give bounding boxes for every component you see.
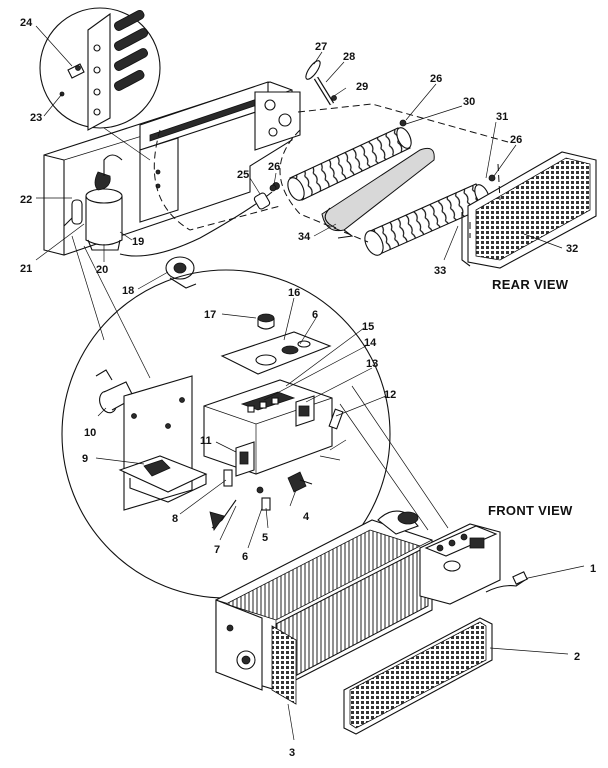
blower-scroll (321, 147, 435, 239)
control-top-plate (220, 331, 332, 375)
washer-26-b (269, 184, 277, 192)
callout-18: 18 (122, 285, 134, 297)
relay (118, 455, 208, 503)
front-view-assembly (215, 385, 585, 741)
callout-5: 5 (262, 532, 268, 544)
callout-31: 31 (496, 111, 508, 123)
callout-16: 16 (288, 287, 300, 299)
blower-motor (165, 256, 197, 289)
callout-13: 13 (366, 358, 378, 370)
callout-14: 14 (364, 337, 377, 349)
callout-32: 32 (566, 243, 578, 255)
callout-22: 22 (20, 194, 32, 206)
callout-2: 2 (574, 651, 580, 663)
chassis-pan (43, 81, 301, 256)
upper-blower-wheel (287, 127, 412, 201)
callout-12: 12 (384, 389, 396, 401)
rear-view-assembly (35, 7, 597, 290)
callout-25: 25 (237, 169, 249, 181)
front-view-label: FRONT VIEW (488, 503, 573, 518)
condenser-coil (461, 151, 597, 269)
callout-8: 8 (172, 513, 178, 525)
washer-26-a (399, 119, 407, 127)
washer-26-c (488, 174, 496, 182)
callout-33: 33 (434, 265, 446, 277)
control-detail-assembly (61, 235, 391, 599)
shaft-bearing-parts (305, 60, 337, 106)
small-control-parts (209, 469, 313, 531)
callout-11: 11 (200, 435, 212, 447)
callout-15: 15 (362, 321, 374, 333)
capacitor (95, 369, 135, 414)
front-control-panel (419, 523, 501, 605)
callout-9: 9 (82, 453, 88, 465)
callout-6-bottom: 6 (242, 551, 248, 563)
front-grille (343, 617, 493, 735)
compressor (63, 154, 123, 251)
callout-26-a: 26 (268, 161, 280, 173)
callout-1: 1 (590, 563, 596, 575)
callout-23: 23 (30, 112, 42, 124)
callout-10: 10 (84, 427, 96, 439)
callout-34: 34 (298, 231, 311, 243)
rear-view-label: REAR VIEW (492, 277, 569, 292)
callout-26-b: 26 (430, 73, 442, 85)
callout-24: 24 (20, 17, 33, 29)
callout-21: 21 (20, 263, 32, 275)
callout-19: 19 (132, 236, 144, 248)
callout-20: 20 (96, 264, 108, 276)
callout-17: 17 (204, 309, 216, 321)
callout-3: 3 (289, 747, 295, 759)
callout-29: 29 (356, 81, 368, 93)
callout-6-top: 6 (312, 309, 318, 321)
callout-labels: 1 2 3 4 5 6 6 7 8 9 10 11 12 13 14 15 16… (20, 17, 596, 759)
detail-circle-top (39, 7, 161, 131)
control-knob (257, 313, 275, 330)
callout-30: 30 (463, 96, 475, 108)
callout-4: 4 (303, 511, 310, 523)
callout-7: 7 (214, 544, 220, 556)
control-box (203, 379, 333, 477)
callout-28: 28 (343, 51, 355, 63)
callout-27: 27 (315, 41, 327, 53)
callout-26-c: 26 (510, 134, 522, 146)
